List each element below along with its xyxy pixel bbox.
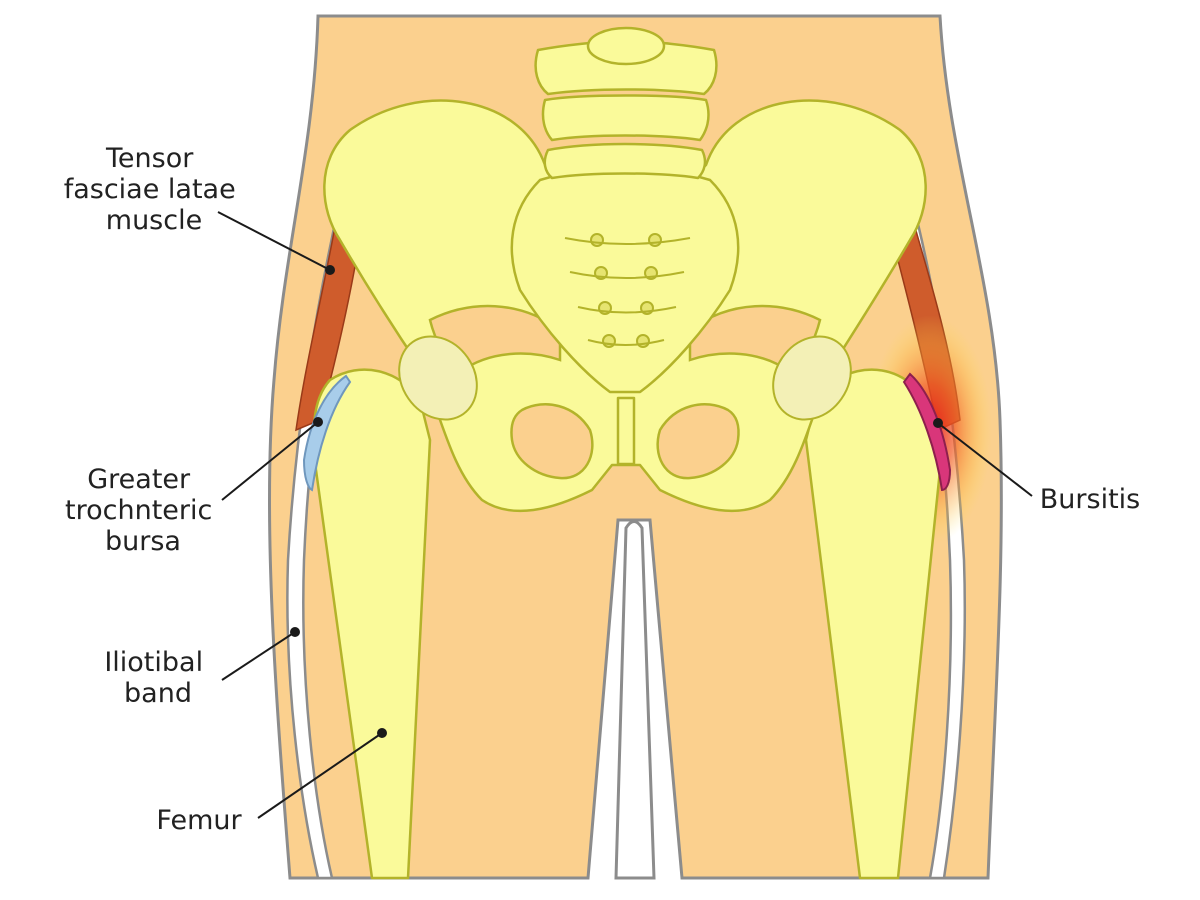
label-greater-trochanteric-bursa: Greater trochnteric bursa xyxy=(65,464,221,557)
obturator-right xyxy=(656,403,740,480)
pubic-symphysis xyxy=(616,396,636,466)
leader-tensor xyxy=(217,211,335,275)
obturator-left xyxy=(510,403,594,480)
bursa-right-inflamed xyxy=(902,372,952,492)
label-bursitis: Bursitis xyxy=(1040,484,1140,515)
sacral-ridges xyxy=(564,237,691,346)
femur-left xyxy=(312,368,432,880)
lumbar-vertebrae xyxy=(534,26,718,180)
label-femur: Femur xyxy=(156,805,242,836)
label-iliotibal-band: Iliotibal band xyxy=(104,647,211,709)
femoral-head-left xyxy=(398,335,478,421)
bursa-left xyxy=(302,374,352,492)
leader-iliotibal xyxy=(221,627,300,681)
leader-bursa xyxy=(221,417,323,501)
crotch-gap xyxy=(614,520,656,880)
label-tensor-fasciae-latae: Tensor fasciae latae muscle xyxy=(64,143,245,236)
femoral-head-right xyxy=(772,335,852,421)
leader-femur xyxy=(257,728,387,819)
leader-bursitis xyxy=(933,418,1033,497)
